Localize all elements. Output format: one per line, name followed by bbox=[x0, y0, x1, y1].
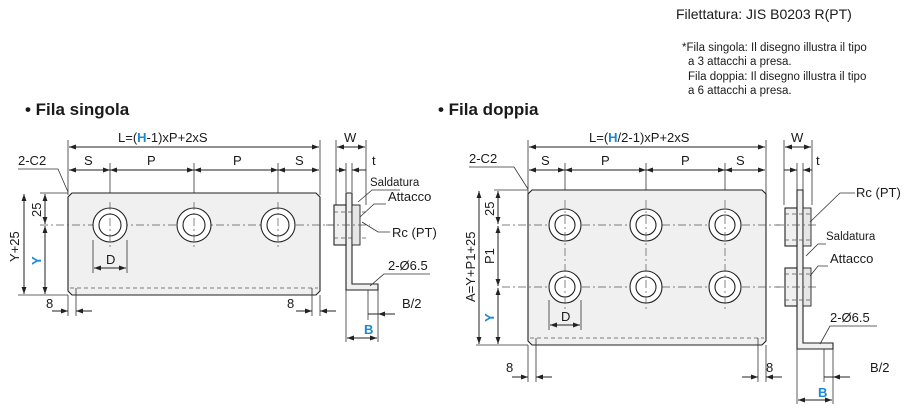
double-port-3 bbox=[708, 208, 742, 242]
double-port-1 bbox=[548, 208, 582, 242]
double-dim-y: Y bbox=[482, 313, 497, 322]
double-length-formula: L=(H/2-1)xP+2xS bbox=[589, 130, 690, 145]
single-hole-label: 2-Ø6.5 bbox=[388, 258, 428, 273]
single-port-3 bbox=[260, 202, 296, 248]
note-line-2: a 3 attacchi a presa. bbox=[688, 56, 792, 68]
single-thread-label: Rc (PT) bbox=[392, 225, 437, 240]
double-port-2 bbox=[629, 208, 663, 242]
double-dim-25: 25 bbox=[482, 202, 497, 216]
thread-spec: Filettatura: JIS B0203 R(PT) bbox=[676, 6, 852, 22]
double-dim-b: B bbox=[818, 385, 827, 400]
double-dim-p1: P1 bbox=[482, 248, 497, 264]
single-dim-8-right: 8 bbox=[287, 296, 294, 311]
double-row-title: • Fila doppia bbox=[438, 100, 539, 119]
single-dim-d: D bbox=[106, 252, 115, 267]
note-line-4: a 6 attacchi a presa. bbox=[688, 85, 792, 97]
single-dim-b-half: B/2 bbox=[402, 296, 422, 311]
double-thread-label: Rc (PT) bbox=[856, 185, 901, 200]
double-dim-b-half: B/2 bbox=[870, 360, 890, 375]
single-chamfer-label: 2-C2 bbox=[18, 153, 46, 168]
single-dim-p-1: P bbox=[147, 153, 156, 168]
double-hole-label: 2-Ø6.5 bbox=[830, 310, 870, 325]
single-weld-label: Saldatura bbox=[370, 177, 420, 189]
double-dim-8-right: 8 bbox=[766, 360, 773, 375]
single-dim-b: B bbox=[364, 322, 373, 337]
single-dim-s-left: S bbox=[84, 153, 93, 168]
single-dim-y: Y bbox=[29, 256, 44, 265]
note-line-1: *Fila singola: Il disegno illustra il ti… bbox=[682, 42, 867, 54]
double-chamfer-label: 2-C2 bbox=[469, 151, 497, 166]
single-row-view: • Fila singola L=(H-1)xP+2xS S P P S 2-C… bbox=[7, 100, 345, 316]
single-dim-8-left: 8 bbox=[46, 296, 53, 311]
single-port-label: Attacco bbox=[388, 189, 431, 204]
double-dim-s-right: S bbox=[736, 153, 745, 168]
single-dim-s-right: S bbox=[295, 153, 304, 168]
single-port-1 bbox=[92, 202, 128, 248]
double-dim-8-left: 8 bbox=[506, 360, 513, 375]
double-dim-d: D bbox=[561, 309, 570, 324]
double-dim-t: t bbox=[816, 153, 820, 168]
double-dim-a-formula: A=Y+P1+25 bbox=[463, 232, 478, 302]
single-dim-p-2: P bbox=[233, 153, 242, 168]
double-port-label: Attacco bbox=[830, 251, 873, 266]
double-row-view: • Fila doppia L=(H/2-1)xP+2xS S P P S 2-… bbox=[438, 100, 782, 382]
double-dim-p-1: P bbox=[601, 153, 610, 168]
double-dim-w: W bbox=[791, 130, 804, 145]
single-dim-y-plus-25: Y+25 bbox=[7, 231, 22, 262]
double-weld-label: Saldatura bbox=[826, 231, 876, 243]
single-plate bbox=[67, 192, 321, 296]
single-dim-25: 25 bbox=[29, 203, 44, 217]
double-dim-p-2: P bbox=[681, 153, 690, 168]
note-line-3: Fila doppia: Il disegno illustra il tipo bbox=[688, 71, 866, 83]
single-dim-w: W bbox=[344, 130, 357, 145]
single-dim-t: t bbox=[372, 153, 376, 168]
single-side-view: W t Saldatura Attacco Rc (PT) 2-Ø6.5 B/2 bbox=[326, 130, 437, 342]
double-dim-s-left: S bbox=[541, 153, 550, 168]
double-plate bbox=[527, 189, 767, 346]
single-port-2 bbox=[176, 202, 212, 248]
single-row-title: • Fila singola bbox=[25, 100, 130, 119]
double-side-view: W t Rc (PT) Saldatura Attacco 2-Ø6.5 bbox=[776, 130, 901, 404]
single-length-formula: L=(H-1)xP+2xS bbox=[118, 130, 208, 145]
